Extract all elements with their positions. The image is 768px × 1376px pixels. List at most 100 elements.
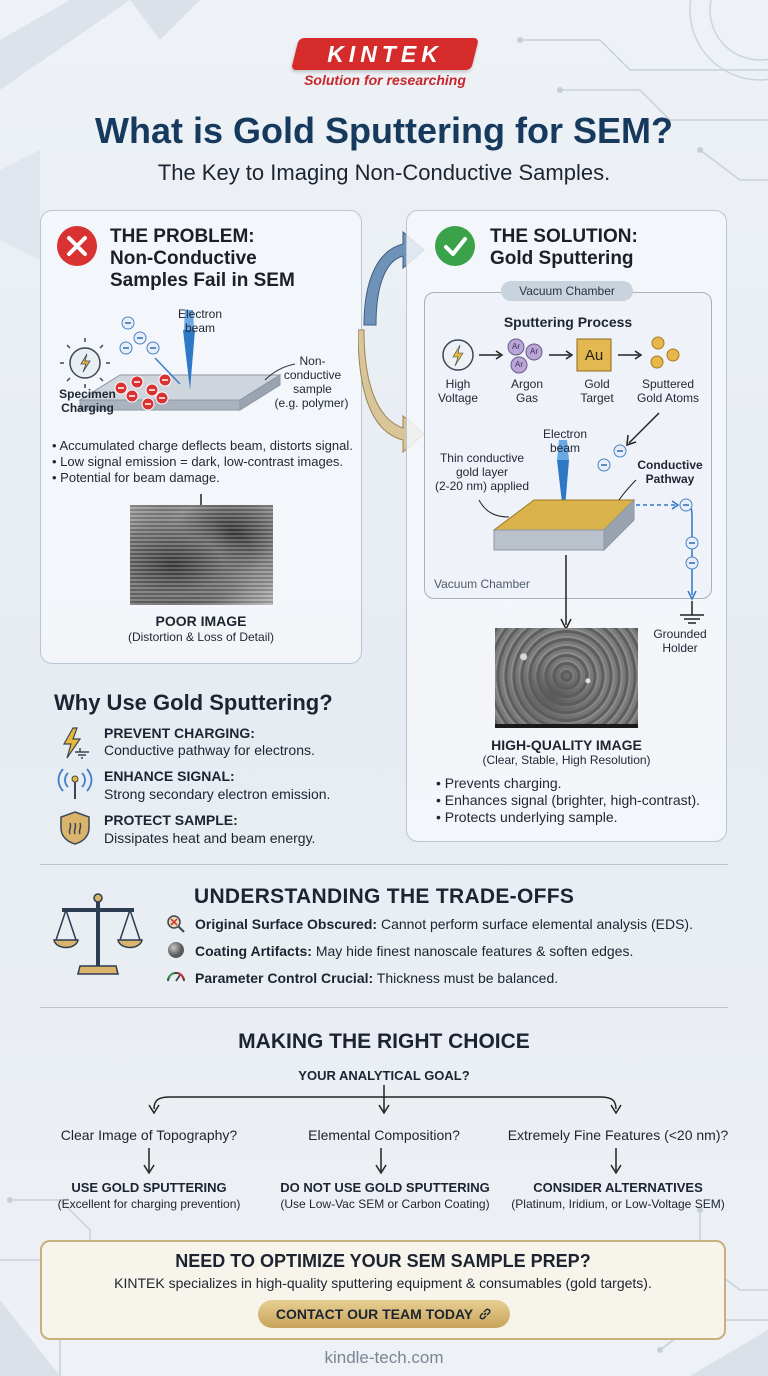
problem-bullet: Accumulated charge deflects beam, distor… — [52, 438, 357, 454]
poor-image-title: POOR IMAGE — [155, 613, 247, 629]
cta-title: NEED TO OPTIMIZE YOUR SEM SAMPLE PREP? — [175, 1251, 591, 1271]
solution-beam-label-2: beam — [549, 441, 581, 455]
solution-heading-1: THE SOLUTION: — [490, 226, 638, 247]
gold-layer-label-3: (2-20 nm) applied — [434, 479, 530, 493]
tradeoff-label: Parameter Control Crucial: — [195, 970, 374, 986]
why-desc: Dissipates heat and beam energy. — [104, 830, 316, 846]
x-circle-icon — [57, 226, 97, 266]
page-title: What is Gold Sputtering for SEM? — [95, 110, 673, 151]
logo: KINTEK — [327, 41, 443, 67]
signal-antenna-icon — [57, 768, 93, 799]
sample-label-4: (e.g. polymer) — [274, 396, 349, 410]
choice-title: MAKING THE RIGHT CHOICE — [238, 1030, 530, 1053]
heat-shield-icon — [60, 811, 90, 845]
divider — [40, 864, 728, 865]
cta-text: KINTEK specializes in high-quality sputt… — [114, 1275, 652, 1291]
check-circle-icon — [435, 226, 475, 266]
why-desc: Strong secondary electron emission. — [104, 786, 331, 802]
problem-beam-label-2: beam — [184, 321, 216, 335]
pathway-label-1: Conductive — [637, 458, 703, 472]
footer-site[interactable]: kindle-tech.com — [324, 1348, 444, 1367]
lightning-ground-icon — [62, 727, 89, 759]
argon-symbol: Ar — [530, 347, 538, 356]
step-label-1: Argon — [510, 377, 544, 391]
step-label-2: Voltage — [437, 391, 479, 405]
why-title: Why Use Gold Sputtering? — [54, 690, 333, 715]
high-quality-sem-image — [495, 628, 638, 728]
coating-diagram — [478, 412, 704, 631]
balance-scale-icon — [53, 893, 143, 975]
hq-image-caption: (Clear, Stable, High Resolution) — [482, 753, 651, 767]
argon-symbol: Ar — [512, 342, 520, 351]
analytical-goal: YOUR ANALYTICAL GOAL? — [298, 1068, 470, 1083]
specimen-label-1: Specimen — [59, 387, 116, 401]
choice-note: (Excellent for charging prevention) — [57, 1197, 241, 1211]
gold-symbol: Au — [584, 347, 604, 364]
vacuum-chamber-tag: Vacuum Chamber — [501, 281, 633, 301]
grey-sphere-icon — [168, 942, 184, 958]
argon-symbol: Ar — [515, 360, 523, 369]
choice-answer: USE GOLD SPUTTERING — [71, 1180, 227, 1195]
tradeoff-row: Original Surface Obscured: Cannot perfor… — [195, 916, 693, 932]
gauge-icon — [167, 972, 185, 982]
gold-layer-label-1: Thin conductive — [439, 451, 525, 465]
gold-layer-label-2: gold layer — [455, 465, 509, 479]
problem-bullet: Potential for beam damage. — [52, 470, 357, 486]
sample-label-3: sample — [293, 382, 332, 396]
tradeoff-row: Parameter Control Crucial: Thickness mus… — [195, 970, 558, 986]
choice-question: Elemental Composition? — [308, 1127, 460, 1143]
grounded-label-1: Grounded — [653, 627, 707, 641]
why-heading: PREVENT CHARGING: — [104, 725, 255, 741]
step-label-1: High — [445, 377, 471, 391]
choice-question: Extremely Fine Features (<20 nm)? — [507, 1127, 729, 1143]
problem-heading-1: THE PROBLEM: — [110, 226, 255, 247]
problem-bullets: Accumulated charge deflects beam, distor… — [52, 438, 357, 486]
choice-question: Clear Image of Topography? — [60, 1127, 238, 1143]
solution-bullets: Prevents charging. Enhances signal (brig… — [436, 775, 721, 826]
solution-heading-2: Gold Sputtering — [490, 248, 634, 269]
link-icon — [479, 1308, 491, 1320]
magnifier-cross-icon — [167, 915, 185, 933]
solution-beam-label-1: Electron — [542, 427, 588, 441]
tradeoff-text: May hide finest nanoscale features & sof… — [311, 943, 634, 959]
problem-heading-2: Non-Conductive — [110, 248, 257, 269]
page-subtitle: The Key to Imaging Non-Conductive Sample… — [157, 160, 611, 185]
choice-answer: DO NOT USE GOLD SPUTTERING — [280, 1180, 490, 1195]
step-label-1: Gold — [584, 377, 610, 391]
poor-image-caption: (Distortion & Loss of Detail) — [127, 630, 275, 644]
why-desc: Conductive pathway for electrons. — [104, 742, 315, 758]
step-label-2: Target — [580, 391, 614, 405]
tradeoff-row: Coating Artifacts: May hide finest nanos… — [195, 943, 633, 959]
step-label-1: Sputtered — [641, 377, 695, 391]
tradeoff-text: Cannot perform surface elemental analysi… — [377, 916, 693, 932]
solution-bullet: Prevents charging. — [436, 775, 721, 792]
step-label-2: Gold Atoms — [636, 391, 700, 405]
poor-sem-image — [130, 505, 273, 605]
process-title: Sputtering Process — [503, 314, 633, 330]
contact-button[interactable]: CONTACT OUR TEAM TODAY — [258, 1300, 510, 1328]
problem-diagram — [60, 310, 296, 411]
sample-label-2: conductive — [283, 368, 342, 382]
tradeoff-label: Coating Artifacts: — [195, 943, 312, 959]
specimen-label-2: Charging — [61, 401, 114, 415]
contact-button-label: CONTACT OUR TEAM TODAY — [275, 1306, 474, 1322]
tradeoff-text: Thickness must be balanced. — [373, 970, 559, 986]
choice-note: (Platinum, Iridium, or Low-Voltage SEM) — [511, 1197, 725, 1211]
tradeoffs-title: UNDERSTANDING THE TRADE-OFFS — [194, 885, 575, 908]
why-heading: PROTECT SAMPLE: — [104, 812, 238, 828]
choice-answer: CONSIDER ALTERNATIVES — [533, 1180, 703, 1195]
grounded-label-2: Holder — [662, 641, 698, 655]
sputtering-process-diagram — [442, 336, 680, 374]
problem-bullet: Low signal emission = dark, low-contrast… — [52, 454, 357, 470]
tradeoff-label: Original Surface Obscured: — [195, 916, 378, 932]
problem-heading-3: Samples Fail in SEM — [110, 270, 295, 291]
problem-beam-label-1: Electron — [177, 307, 223, 321]
choice-note: (Use Low-Vac SEM or Carbon Coating) — [280, 1197, 490, 1211]
pathway-label-2: Pathway — [645, 472, 695, 486]
solution-bullet: Protects underlying sample. — [436, 809, 721, 826]
vacuum-chamber-bottom-label: Vacuum Chamber — [434, 577, 530, 591]
why-heading: ENHANCE SIGNAL: — [104, 768, 235, 784]
sample-label-1: Non- — [299, 354, 326, 368]
logo-tagline: Solution for researching — [304, 72, 466, 88]
hq-image-title: HIGH-QUALITY IMAGE — [491, 737, 642, 753]
